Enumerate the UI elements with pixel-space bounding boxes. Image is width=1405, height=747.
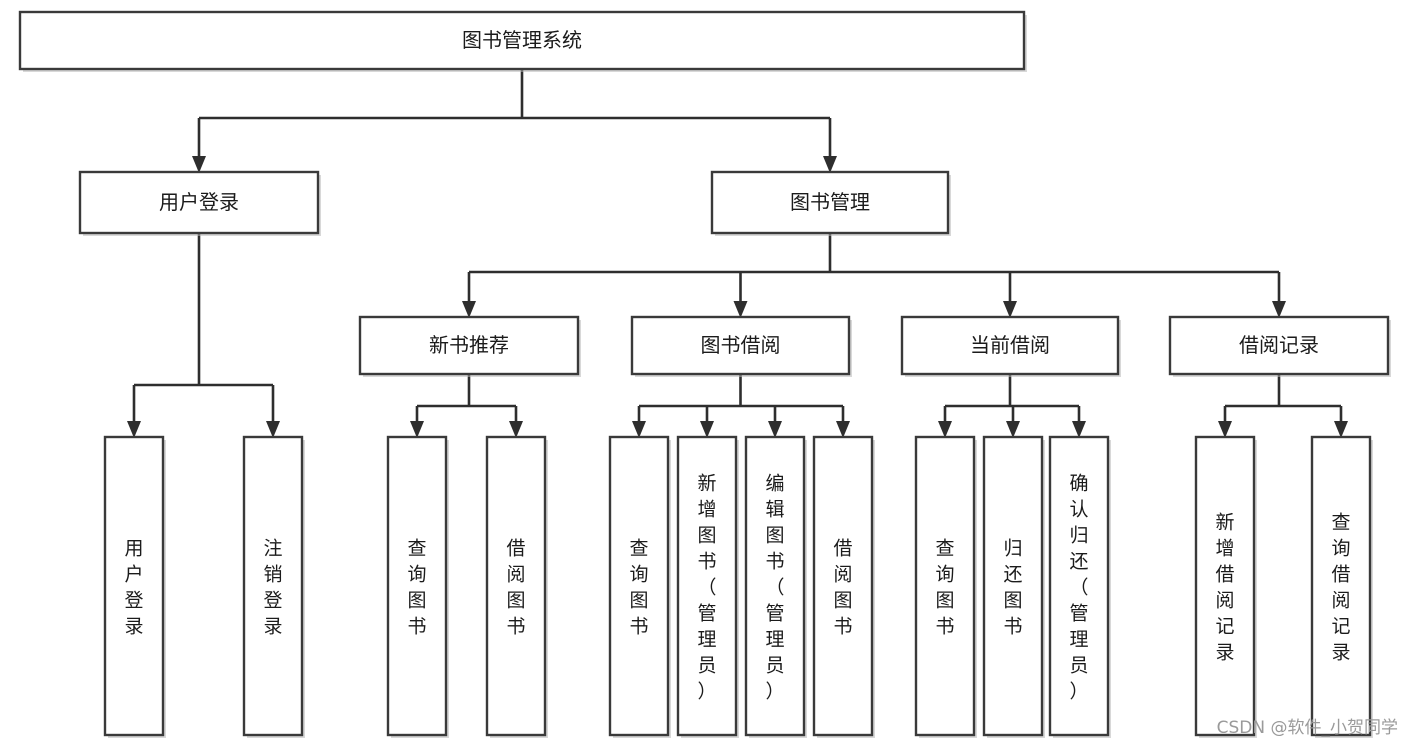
node-rect[interactable] (914, 435, 976, 737)
node-borrow-record[interactable]: 借阅记录 (1168, 315, 1391, 377)
node-label: 新增图书（管理员） (697, 472, 716, 702)
node-label: 归还图书 (1003, 537, 1022, 637)
node-label: 编辑图书（管理员） (765, 472, 784, 702)
node-book-management[interactable]: 图书管理 (710, 170, 951, 236)
node-label: 查询图书 (629, 537, 648, 637)
arrow-head-icon (127, 421, 141, 438)
node-rect[interactable] (744, 435, 806, 737)
node-rect[interactable] (1194, 435, 1256, 737)
node-book-borrow[interactable]: 图书借阅 (630, 315, 852, 377)
arrow-head-icon (1218, 421, 1232, 438)
node-rect[interactable] (242, 435, 304, 737)
node-label: 借阅记录 (1239, 333, 1319, 357)
node-rect[interactable] (676, 435, 738, 737)
connector-group-borrow-record (1218, 374, 1348, 438)
node-current-borrow[interactable]: 当前借阅 (900, 315, 1121, 377)
node-rect[interactable] (982, 435, 1044, 737)
watermark-label: CSDN @软件_小贺同学 (1217, 718, 1398, 738)
arrow-head-icon (836, 421, 850, 438)
node-label: 借阅图书 (506, 537, 525, 637)
arrow-head-icon (462, 301, 476, 318)
connector-group-root (192, 69, 837, 173)
arrow-head-icon (509, 421, 523, 438)
node-rect[interactable] (78, 170, 320, 235)
node-label: 借阅图书 (833, 537, 852, 637)
node-leaf-query-record[interactable]: 查询借阅记录 (1310, 435, 1373, 738)
node-root[interactable]: 图书管理系统 (18, 10, 1027, 72)
connector-group-user-login (127, 233, 280, 438)
node-label: 查询图书 (935, 537, 954, 637)
node-rect[interactable] (710, 170, 950, 235)
node-rect[interactable] (1310, 435, 1372, 737)
arrow-head-icon (266, 421, 280, 438)
node-label: 查询图书 (407, 537, 426, 637)
node-rect[interactable] (18, 10, 1026, 71)
node-label: 图书借阅 (701, 333, 781, 357)
arrow-head-icon (192, 156, 206, 173)
node-user-login[interactable]: 用户登录 (78, 170, 321, 236)
arrow-head-icon (938, 421, 952, 438)
node-label: 图书管理 (790, 190, 870, 214)
node-rect[interactable] (608, 435, 670, 737)
arrow-head-icon (700, 421, 714, 438)
node-leaf-borrow-book-1[interactable]: 借阅图书 (485, 435, 548, 738)
node-label: 新书推荐 (429, 333, 509, 357)
node-layer: 图书管理系统用户登录图书管理新书推荐图书借阅当前借阅借阅记录用户登录注销登录查询… (18, 10, 1391, 738)
node-rect[interactable] (358, 315, 580, 376)
arrow-head-icon (1334, 421, 1348, 438)
connector-layer (127, 69, 1348, 438)
node-rect[interactable] (103, 435, 165, 737)
arrow-head-icon (733, 301, 748, 318)
node-rect[interactable] (1168, 315, 1390, 376)
node-rect[interactable] (812, 435, 874, 737)
node-leaf-logout[interactable]: 注销登录 (242, 435, 305, 738)
node-label: 查询借阅记录 (1331, 511, 1350, 663)
arrow-head-icon (410, 421, 424, 438)
node-label: 用户登录 (159, 190, 239, 214)
node-leaf-query-book-2[interactable]: 查询图书 (608, 435, 671, 738)
arrow-head-icon (632, 421, 646, 438)
arrow-head-icon (1272, 301, 1286, 318)
node-leaf-return-book[interactable]: 归还图书 (982, 435, 1045, 738)
node-label: 当前借阅 (970, 333, 1050, 357)
connector-group-book-management (462, 233, 1286, 318)
node-rect[interactable] (900, 315, 1120, 376)
node-label: 确认归还（管理员） (1069, 472, 1088, 702)
node-label: 用户登录 (124, 537, 143, 637)
arrow-head-icon (768, 421, 782, 438)
node-new-book-recommend[interactable]: 新书推荐 (358, 315, 581, 377)
connector-group-book-borrow (632, 374, 850, 438)
node-leaf-edit-book[interactable]: 编辑图书（管理员） (744, 435, 807, 738)
node-rect[interactable] (386, 435, 448, 737)
node-leaf-add-record[interactable]: 新增借阅记录 (1194, 435, 1257, 738)
connector-group-current-borrow (938, 374, 1086, 438)
node-leaf-query-book-3[interactable]: 查询图书 (914, 435, 977, 738)
arrow-head-icon (1006, 421, 1020, 438)
node-rect[interactable] (630, 315, 851, 376)
node-label: 注销登录 (263, 537, 282, 637)
node-label: 新增借阅记录 (1215, 511, 1234, 663)
node-leaf-user-login[interactable]: 用户登录 (103, 435, 166, 738)
node-leaf-borrow-book-2[interactable]: 借阅图书 (812, 435, 875, 738)
arrow-head-icon (1003, 301, 1017, 318)
node-leaf-query-book-1[interactable]: 查询图书 (386, 435, 449, 738)
node-label: 图书管理系统 (462, 28, 582, 52)
arrow-head-icon (823, 156, 837, 173)
node-rect[interactable] (485, 435, 547, 737)
connector-group-new-book-recommend (410, 374, 523, 438)
node-rect[interactable] (1048, 435, 1110, 737)
node-leaf-confirm-return[interactable]: 确认归还（管理员） (1048, 435, 1111, 738)
node-leaf-add-book[interactable]: 新增图书（管理员） (676, 435, 739, 738)
arrow-head-icon (1072, 421, 1086, 438)
